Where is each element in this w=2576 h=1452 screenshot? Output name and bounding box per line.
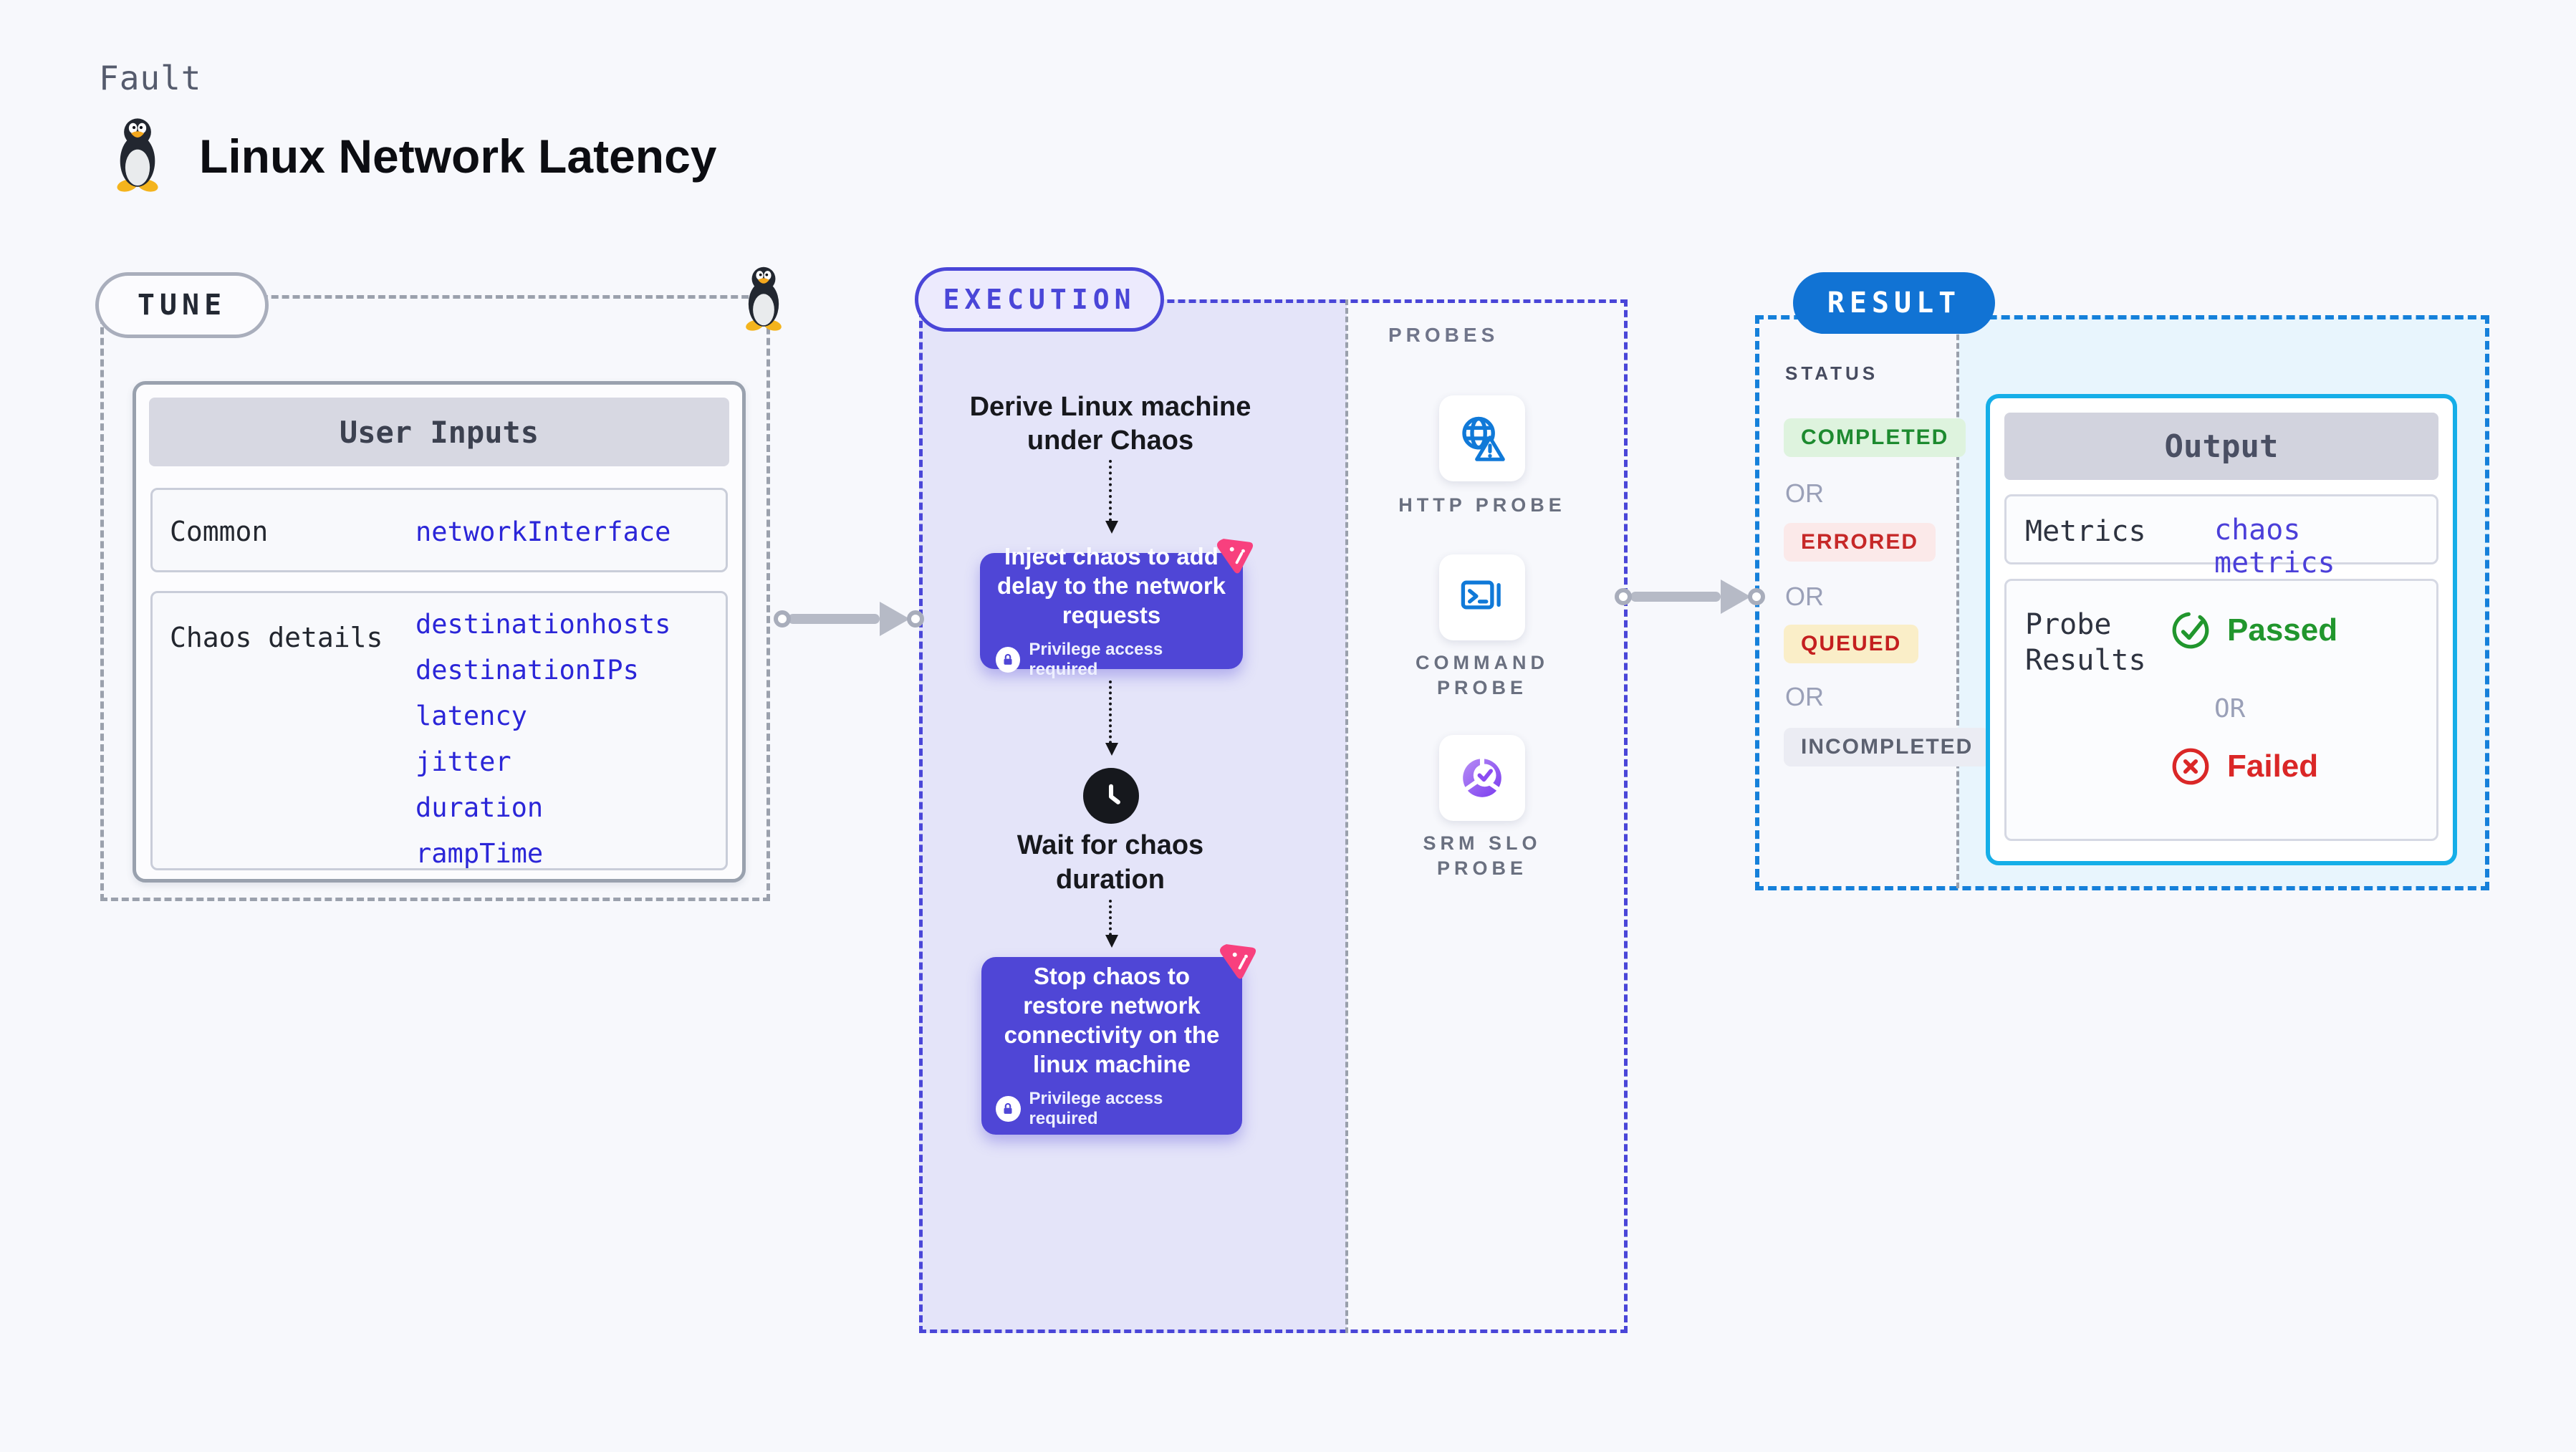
probe-label: SRM SLO PROBE	[1423, 832, 1542, 879]
privilege-text: Privilege access required	[1029, 1089, 1163, 1128]
or-text: OR	[1785, 682, 1824, 711]
status-badge-queued: QUEUED	[1784, 625, 1919, 663]
user-inputs-card: User Inputs Common networkInterface Chao…	[133, 381, 746, 883]
probes-divider	[1345, 299, 1348, 1333]
input-value: destinationIPs	[415, 655, 639, 686]
lock-icon	[996, 646, 1021, 673]
inject-chaos-card: Inject chaos to add delay to the network…	[980, 543, 1243, 679]
connector-node	[774, 610, 791, 628]
result-pill: RESULT	[1793, 272, 1995, 334]
privilege-row: Privilege access required	[996, 640, 1227, 680]
arrow-shaft	[788, 614, 880, 624]
input-value: networkInterface	[415, 516, 671, 547]
metrics-row: Metrics chaos metrics	[2004, 494, 2438, 580]
failed-verdict: Failed	[2170, 746, 2318, 787]
failed-label: Failed	[2227, 749, 2319, 784]
clock-icon	[1083, 768, 1139, 824]
probe-results-row: Probe Results Passed OR Failed	[2004, 579, 2438, 841]
input-row-label: Common	[170, 516, 269, 547]
http-probe-card	[1439, 395, 1525, 481]
tune-pill: TUNE	[95, 272, 269, 338]
input-row-label: Chaos details	[170, 622, 383, 653]
passed-label: Passed	[2227, 612, 2338, 648]
probe-results-label: Probe Results	[2025, 608, 2146, 677]
metrics-value: chaos metrics	[2214, 514, 2335, 580]
slo-pie-icon	[1463, 756, 1501, 797]
stop-chaos-title: Stop chaos to restore network connectivi…	[1004, 963, 1220, 1077]
metrics-label: Metrics	[2025, 515, 2146, 548]
arrow-head-icon	[1721, 580, 1751, 614]
connector-node	[1748, 588, 1765, 605]
execution-panel	[919, 299, 1347, 1333]
probe-label: HTTP PROBE	[1398, 494, 1566, 516]
wait-step-text: Wait for chaos duration	[1017, 830, 1204, 895]
privilege-text: Privilege access required	[1029, 639, 1163, 679]
flow-arrow-down-icon	[1105, 681, 1118, 756]
probes-heading: PROBES	[1388, 324, 1499, 346]
execution-pill: EXECUTION	[915, 267, 1164, 332]
connector-node	[907, 610, 924, 628]
input-value: duration	[415, 792, 544, 823]
input-row-common: Common networkInterface	[150, 488, 728, 572]
flow-arrow-down-icon	[1105, 900, 1118, 948]
page-title: Linux Network Latency	[199, 130, 717, 183]
command-probe-card	[1439, 554, 1525, 640]
inject-chaos-title: Inject chaos to add delay to the network…	[996, 542, 1226, 628]
input-value: latency	[415, 701, 527, 731]
or-text: OR	[1785, 479, 1824, 508]
chaos-experiment-icon	[1216, 936, 1263, 984]
tux-linux-icon	[105, 115, 170, 192]
execution-section-box	[919, 299, 1628, 1333]
tux-linux-icon-small	[735, 264, 792, 331]
input-value: jitter	[415, 746, 511, 777]
input-row-chaos-details: Chaos details destinationhosts destinati…	[150, 591, 728, 870]
terminal-icon	[1461, 580, 1501, 610]
input-value: rampTime	[415, 838, 544, 869]
output-card: Output Metrics chaos metrics Probe Resul…	[1986, 394, 2457, 865]
srm-slo-probe-card	[1439, 735, 1525, 821]
check-circle-icon	[2172, 612, 2209, 649]
arrow-head-icon	[880, 602, 910, 636]
tune-section-box	[100, 295, 770, 901]
status-badge-errored: ERRORED	[1784, 523, 1936, 562]
privilege-row: Privilege access required	[996, 1089, 1228, 1129]
connector-node	[1615, 588, 1632, 605]
lock-icon	[996, 1096, 1021, 1122]
probe-label: COMMAND PROBE	[1416, 652, 1549, 698]
status-badge-completed: COMPLETED	[1784, 418, 1966, 457]
arrow-shaft	[1630, 592, 1721, 602]
user-inputs-title: User Inputs	[149, 398, 729, 466]
passed-verdict: Passed	[2170, 610, 2337, 651]
derive-step-text: Derive Linux machine under Chaos	[969, 392, 1251, 456]
or-text: OR	[2214, 694, 2246, 723]
input-value: destinationhosts	[415, 609, 671, 640]
status-badge-incompleted: INCOMPLETED	[1784, 728, 1991, 766]
stop-chaos-card: Stop chaos to restore network connectivi…	[981, 957, 1242, 1135]
fault-kicker: Fault	[99, 59, 202, 97]
x-circle-icon	[2172, 748, 2209, 785]
status-divider	[1956, 317, 1959, 888]
or-text: OR	[1785, 582, 1824, 611]
status-heading: STATUS	[1785, 362, 1879, 384]
flow-arrow-down-icon	[1105, 460, 1118, 534]
output-title: Output	[2004, 413, 2438, 480]
globe-warning-icon	[1462, 416, 1505, 461]
chaos-experiment-icon	[1213, 531, 1260, 578]
